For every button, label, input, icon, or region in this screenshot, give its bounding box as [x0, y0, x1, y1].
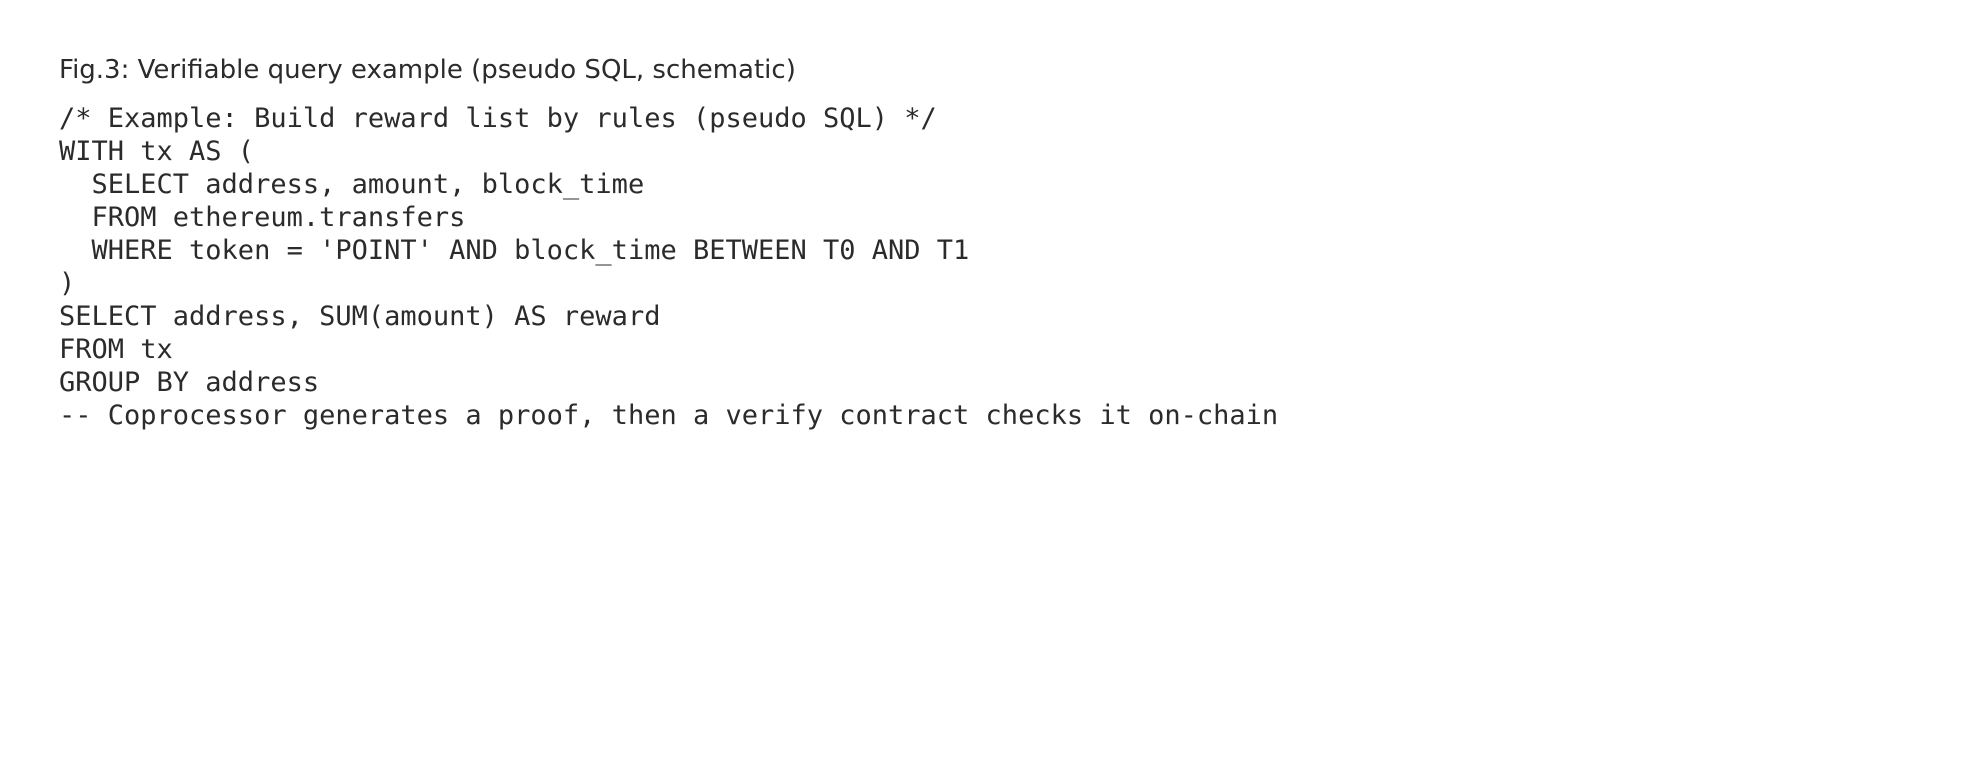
- code-line: WHERE token = 'POINT' AND block_time BET…: [59, 235, 970, 266]
- code-line: GROUP BY address: [59, 367, 320, 398]
- code-line: SELECT address, SUM(amount) AS reward: [59, 301, 661, 332]
- code-line: FROM ethereum.transfers: [59, 202, 466, 233]
- code-line: WITH tx AS (: [59, 136, 255, 167]
- figure-caption: Fig.3: Verifiable query example (pseudo …: [59, 55, 796, 85]
- code-line: -- Coprocessor generates a proof, then a…: [59, 400, 1279, 431]
- code-line: FROM tx: [59, 334, 173, 365]
- figure: Fig.3: Verifiable query example (pseudo …: [59, 52, 1278, 432]
- code-line: ): [59, 268, 76, 299]
- code-line: SELECT address, amount, block_time: [59, 169, 645, 200]
- code-line: /* Example: Build reward list by rules (…: [59, 103, 937, 134]
- code-block: /* Example: Build reward list by rules (…: [59, 102, 1278, 432]
